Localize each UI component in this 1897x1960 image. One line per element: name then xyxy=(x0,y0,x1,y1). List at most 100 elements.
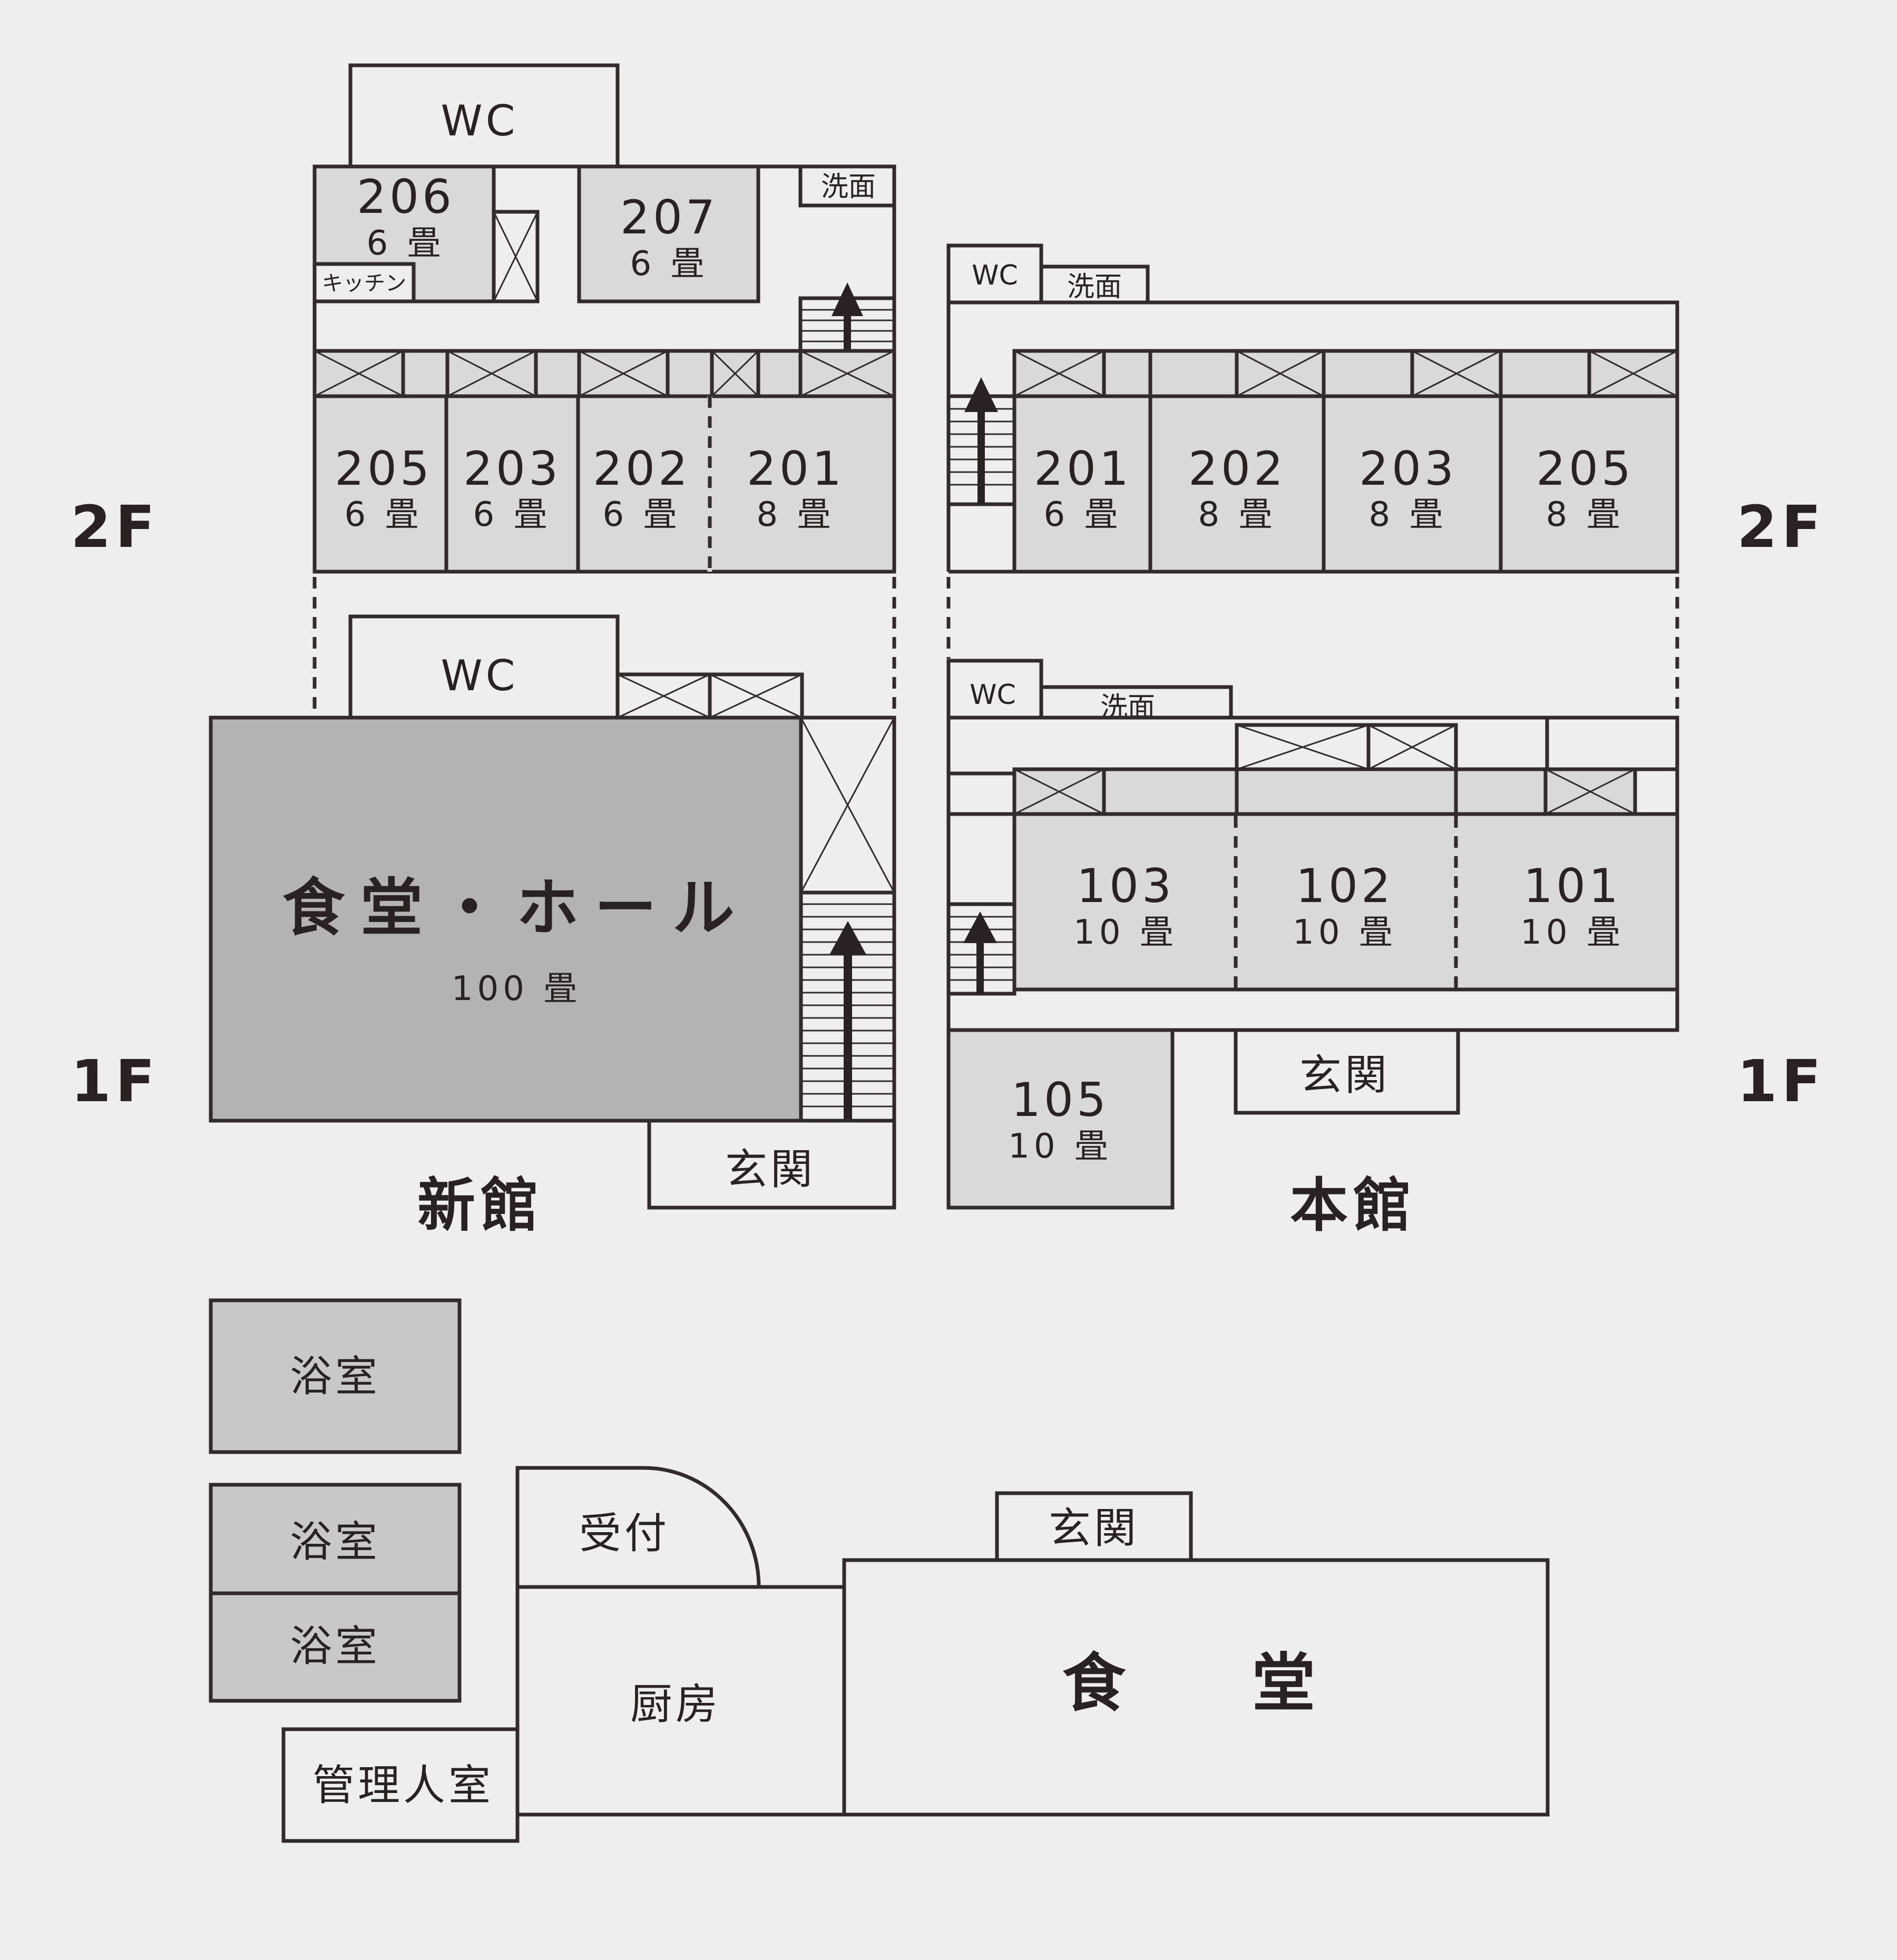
room-102-size: 10 畳 xyxy=(1293,913,1397,952)
bath-1-label: 浴室 xyxy=(290,1352,380,1401)
closet-cross xyxy=(1014,768,1104,815)
closet-strip xyxy=(1012,349,1679,398)
room-205-size: 8 畳 xyxy=(1546,495,1624,534)
closet-cross xyxy=(800,350,895,397)
room-205-number: 205 xyxy=(1536,442,1634,496)
room-102 xyxy=(1234,812,1458,992)
room-205 xyxy=(1499,394,1679,574)
room-103 xyxy=(1012,812,1238,992)
stair-arrow xyxy=(844,948,852,1121)
room-207 xyxy=(577,164,760,303)
entrance-shinkan xyxy=(647,1119,896,1210)
kitchen xyxy=(312,262,416,303)
room-201-number: 201 xyxy=(747,442,845,496)
bath-3 xyxy=(209,1591,462,1703)
bath-1 xyxy=(209,1298,462,1454)
closet-strip xyxy=(1012,767,1637,816)
wc-label: WC xyxy=(441,96,519,145)
room-201 xyxy=(1012,394,1152,574)
bath-2-label: 浴室 xyxy=(290,1517,380,1566)
dining-hall xyxy=(209,716,803,1123)
wc-label: WC xyxy=(441,651,519,700)
room-105-size: 10 畳 xyxy=(1008,1127,1112,1166)
stair-arrow-head xyxy=(832,282,863,316)
closet xyxy=(1545,716,1679,771)
room-203-size: 8 畳 xyxy=(1368,495,1447,534)
shinkan-2f: WC 206 6 畳 キッチン 207 6 畳 洗面 xyxy=(312,63,896,574)
building-label-honkan: 本館 xyxy=(1290,1172,1416,1239)
dining-hall-name: 食堂・ホール xyxy=(282,871,750,944)
room-205-number: 205 xyxy=(335,442,433,496)
room-201 xyxy=(708,394,896,574)
stair-arrow xyxy=(844,311,851,351)
room-203-number: 203 xyxy=(1359,442,1457,496)
room-201-number: 201 xyxy=(1034,442,1132,496)
room-205-size: 6 畳 xyxy=(344,495,423,534)
bath-3-label: 浴室 xyxy=(290,1622,380,1671)
entrance-annex-label: 玄関 xyxy=(1049,1504,1139,1553)
room-202-number: 202 xyxy=(1188,442,1286,496)
honkan-2f: WC 洗面 201 6 畳 2 xyxy=(946,243,1679,574)
dining-hall-size: 100 畳 xyxy=(452,969,582,1008)
shinkan-1f: WC 食堂・ホール 100 畳 xyxy=(209,614,896,1210)
reception xyxy=(515,1466,761,1589)
wc-label: WC xyxy=(972,260,1018,291)
dining-room xyxy=(842,1558,1550,1817)
closet-cross xyxy=(447,350,536,397)
floor-label-1f: 1F xyxy=(1737,1047,1825,1115)
closet-cross xyxy=(1545,768,1636,815)
room-101-size: 10 畳 xyxy=(1520,913,1625,952)
closet-cross xyxy=(709,673,803,719)
washroom xyxy=(798,164,896,208)
room-207-number: 207 xyxy=(620,190,718,244)
manager-room-label: 管理人室 xyxy=(312,1761,494,1810)
room-207-size: 6 畳 xyxy=(630,244,708,283)
closet-cross xyxy=(711,350,759,397)
room-202 xyxy=(576,394,712,574)
bath-2 xyxy=(209,1483,462,1595)
stair-arrow xyxy=(977,411,985,504)
room-102-number: 102 xyxy=(1296,859,1394,913)
stair-arrow-head xyxy=(964,377,998,412)
room-202-size: 6 畳 xyxy=(602,495,681,534)
room-206-size: 6 畳 xyxy=(366,224,445,263)
floor-label-1f: 1F xyxy=(71,1047,159,1115)
kitchen-label: キッチン xyxy=(322,271,406,296)
closet-cross xyxy=(1014,350,1104,397)
wc-label: WC xyxy=(970,679,1016,711)
dining-room-label: 食 堂 xyxy=(1062,1647,1347,1720)
reception-label: 受付 xyxy=(579,1509,670,1558)
stair-arrow xyxy=(976,939,984,994)
room-101-number: 101 xyxy=(1523,859,1621,913)
annex: 浴室 浴室 浴室 受付 厨房 管理人室 玄関 食 堂 xyxy=(209,1298,1550,1843)
room-202 xyxy=(1148,394,1326,574)
honkan-1f: WC 洗面 1 xyxy=(946,659,1679,1210)
closet-cross xyxy=(579,350,668,397)
closet-cross xyxy=(314,350,404,397)
closet-cross xyxy=(617,673,710,719)
entrance-label: 玄関 xyxy=(1299,1051,1390,1100)
room-201-size: 8 畳 xyxy=(756,495,835,534)
room-202-size: 8 畳 xyxy=(1198,495,1276,534)
entrance-honkan xyxy=(1234,1028,1460,1115)
closet-cross xyxy=(1412,350,1501,397)
room-103-size: 10 畳 xyxy=(1073,913,1178,952)
room-205 xyxy=(312,394,448,574)
storage-cross xyxy=(800,717,895,893)
closet-cross xyxy=(1236,350,1324,397)
kitchen-annex-label: 厨房 xyxy=(630,1680,721,1729)
closet-cross xyxy=(1589,350,1678,397)
room-203-size: 6 畳 xyxy=(473,495,551,534)
room-105-number: 105 xyxy=(1011,1073,1109,1127)
washroom-label: 洗面 xyxy=(821,171,876,203)
building-label-shinkan: 新館 xyxy=(417,1172,544,1239)
room-201-size: 6 畳 xyxy=(1043,495,1122,534)
room-203-number: 203 xyxy=(463,442,561,496)
closet-cross xyxy=(1236,724,1369,770)
manager-room xyxy=(281,1727,520,1843)
floor-label-2f: 2F xyxy=(1737,493,1825,561)
room-206-number: 206 xyxy=(357,170,455,224)
washroom-label: 洗面 xyxy=(1067,271,1122,303)
room-103-number: 103 xyxy=(1077,859,1175,913)
